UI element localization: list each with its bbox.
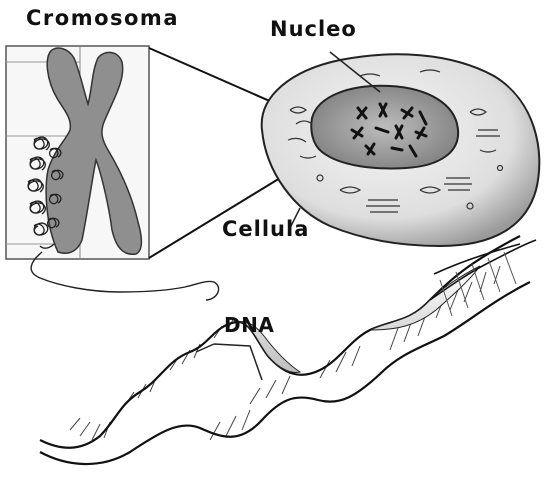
chromosome-panel <box>6 46 185 292</box>
nucleus <box>311 86 458 169</box>
label-cellula: Cellula <box>222 219 309 240</box>
label-nucleo: Nucleo <box>270 19 357 40</box>
label-dna: DNA <box>224 315 274 335</box>
fiber-to-helix <box>185 281 219 300</box>
dna-helix <box>40 236 536 464</box>
dna-strand-b <box>40 282 530 464</box>
dna-leader <box>196 344 262 380</box>
label-cromosoma: Cromosoma <box>26 8 179 29</box>
